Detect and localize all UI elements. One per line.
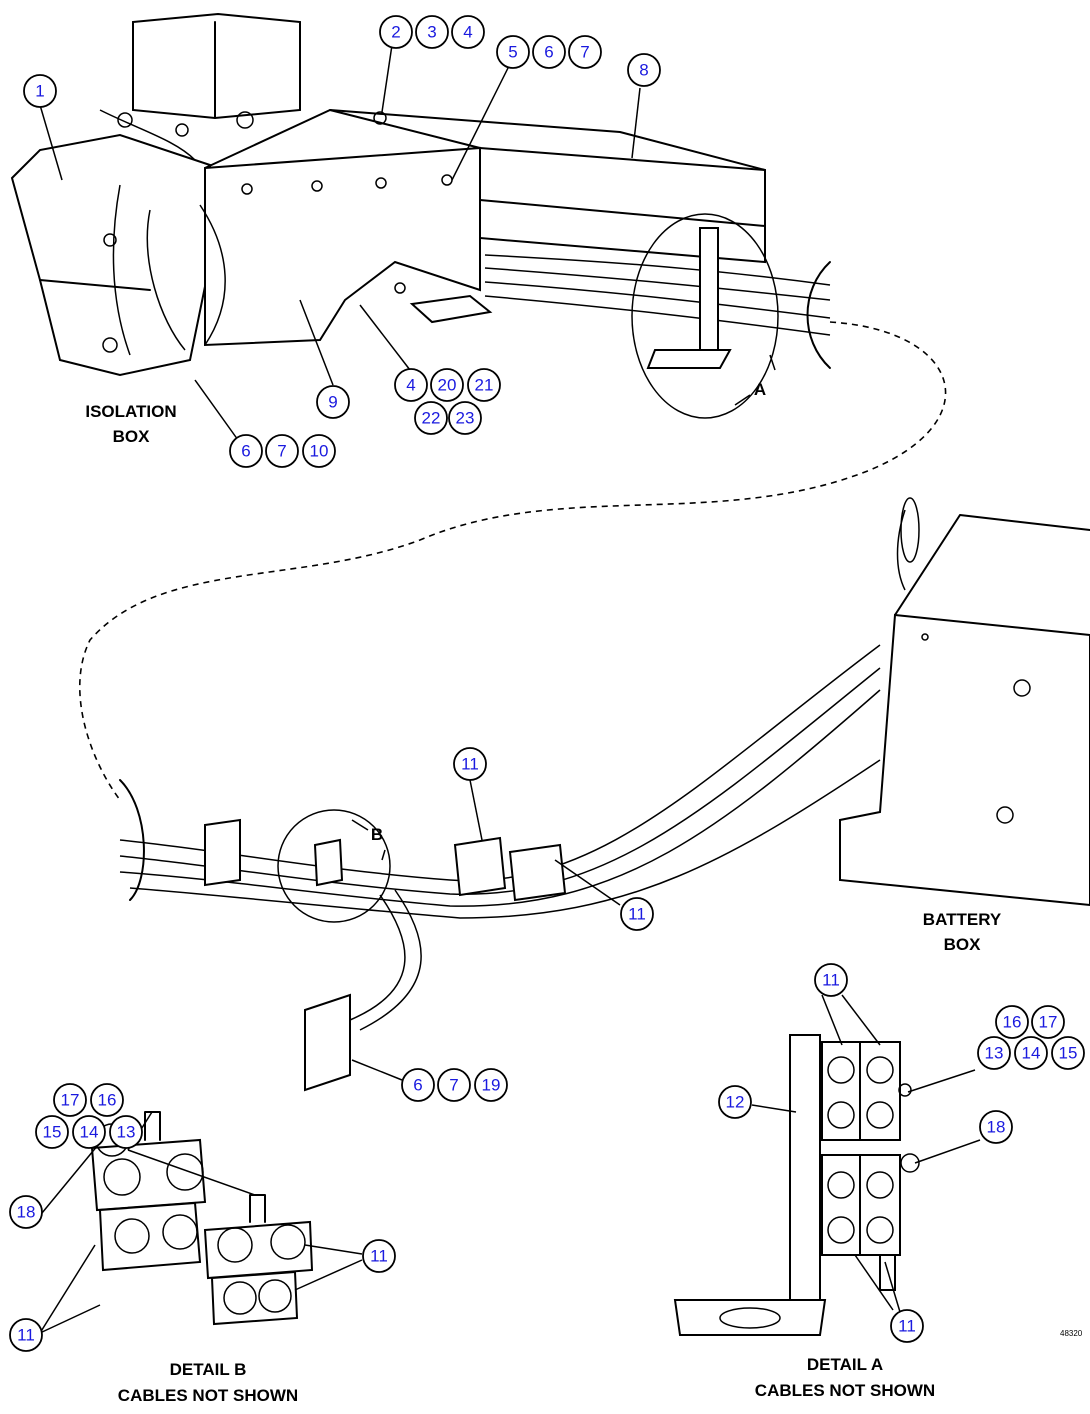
callout-13: 13 bbox=[109, 1115, 143, 1149]
svg-text:11: 11 bbox=[17, 1326, 35, 1345]
callout-11: 11 bbox=[620, 897, 654, 931]
svg-text:8: 8 bbox=[639, 61, 648, 80]
svg-text:14: 14 bbox=[80, 1123, 99, 1142]
callout-14: 14 bbox=[1014, 1036, 1048, 1070]
callout-22: 22 bbox=[414, 401, 448, 435]
callout-6: 6 bbox=[401, 1068, 435, 1102]
callout-11: 11 bbox=[890, 1309, 924, 1343]
callout-16: 16 bbox=[90, 1083, 124, 1117]
cable-harness bbox=[119, 497, 1090, 1092]
callout-12: 12 bbox=[718, 1085, 752, 1119]
svg-text:9: 9 bbox=[328, 393, 337, 412]
battery-box-label-line2: BOX bbox=[944, 935, 982, 954]
callout-6: 6 bbox=[532, 35, 566, 69]
view-arrows bbox=[351, 354, 776, 861]
callout-10: 10 bbox=[302, 434, 336, 468]
svg-text:13: 13 bbox=[985, 1044, 1004, 1063]
callout-11: 11 bbox=[362, 1239, 396, 1273]
svg-text:7: 7 bbox=[449, 1076, 458, 1095]
svg-text:13: 13 bbox=[117, 1123, 136, 1142]
callout-8: 8 bbox=[627, 53, 661, 87]
svg-text:17: 17 bbox=[61, 1091, 80, 1110]
callout-4: 4 bbox=[394, 368, 428, 402]
view-a-marker: A bbox=[754, 380, 766, 399]
svg-text:6: 6 bbox=[413, 1076, 422, 1095]
callout-23: 23 bbox=[448, 401, 482, 435]
callout-4: 4 bbox=[451, 15, 485, 49]
svg-text:10: 10 bbox=[310, 442, 329, 461]
callout-18: 18 bbox=[979, 1110, 1013, 1144]
callout-7: 7 bbox=[568, 35, 602, 69]
callout-18: 18 bbox=[9, 1195, 43, 1229]
svg-text:7: 7 bbox=[277, 442, 286, 461]
svg-text:11: 11 bbox=[370, 1247, 388, 1266]
svg-text:4: 4 bbox=[406, 376, 415, 395]
svg-text:12: 12 bbox=[726, 1093, 745, 1112]
detail-a-title: DETAIL A bbox=[807, 1355, 883, 1374]
callout-5: 5 bbox=[496, 35, 530, 69]
svg-text:6: 6 bbox=[241, 442, 250, 461]
callout-7: 7 bbox=[265, 434, 299, 468]
callout-9: 9 bbox=[316, 385, 350, 419]
svg-text:18: 18 bbox=[987, 1118, 1006, 1137]
svg-text:11: 11 bbox=[628, 905, 646, 924]
battery-box-label-line1: BATTERY bbox=[923, 910, 1002, 929]
leader-lines bbox=[39, 44, 981, 1334]
svg-text:14: 14 bbox=[1022, 1044, 1041, 1063]
detail-a-bracket bbox=[673, 1034, 920, 1336]
callout-14: 14 bbox=[72, 1115, 106, 1149]
svg-text:21: 21 bbox=[475, 376, 494, 395]
callout-17: 17 bbox=[1031, 1005, 1065, 1039]
routing-connector-line bbox=[78, 321, 947, 801]
callout-11: 11 bbox=[453, 747, 487, 781]
view-b-marker: B bbox=[371, 825, 383, 844]
callout-11: 11 bbox=[9, 1318, 43, 1352]
svg-text:6: 6 bbox=[544, 43, 553, 62]
detail-b-title: DETAIL B bbox=[170, 1360, 247, 1379]
callout-21: 21 bbox=[467, 368, 501, 402]
svg-text:2: 2 bbox=[391, 23, 400, 42]
callout-3: 3 bbox=[415, 15, 449, 49]
detail-a-subtitle: CABLES NOT SHOWN bbox=[755, 1381, 935, 1400]
svg-text:11: 11 bbox=[822, 971, 840, 990]
isolation-box-assembly bbox=[10, 12, 831, 419]
drawing-reference: 48320 bbox=[1060, 1329, 1083, 1338]
svg-text:18: 18 bbox=[17, 1203, 36, 1222]
svg-text:22: 22 bbox=[422, 409, 441, 428]
callout-16: 16 bbox=[995, 1005, 1029, 1039]
svg-text:23: 23 bbox=[456, 409, 475, 428]
svg-text:16: 16 bbox=[98, 1091, 117, 1110]
callout-17: 17 bbox=[53, 1083, 87, 1117]
isolation-box-label-line2: BOX bbox=[113, 427, 151, 446]
callout-15: 15 bbox=[1051, 1036, 1085, 1070]
callout-6: 6 bbox=[229, 434, 263, 468]
svg-text:4: 4 bbox=[463, 23, 472, 42]
svg-text:11: 11 bbox=[898, 1317, 916, 1336]
svg-text:20: 20 bbox=[438, 376, 457, 395]
svg-text:16: 16 bbox=[1003, 1013, 1022, 1032]
svg-text:7: 7 bbox=[580, 43, 589, 62]
svg-text:5: 5 bbox=[508, 43, 517, 62]
callout-20: 20 bbox=[430, 368, 464, 402]
callout-11: 11 bbox=[814, 963, 848, 997]
isolation-box-label-line1: ISOLATION bbox=[85, 402, 176, 421]
svg-text:3: 3 bbox=[427, 23, 436, 42]
svg-text:15: 15 bbox=[43, 1123, 62, 1142]
callout-19: 19 bbox=[474, 1068, 508, 1102]
callout-13: 13 bbox=[977, 1036, 1011, 1070]
svg-text:1: 1 bbox=[35, 82, 44, 101]
callout-1: 1 bbox=[23, 74, 57, 108]
svg-text:15: 15 bbox=[1059, 1044, 1078, 1063]
svg-text:17: 17 bbox=[1039, 1013, 1058, 1032]
callout-7: 7 bbox=[437, 1068, 471, 1102]
svg-text:19: 19 bbox=[482, 1076, 501, 1095]
callout-15: 15 bbox=[35, 1115, 69, 1149]
detail-b-subtitle: CABLES NOT SHOWN bbox=[118, 1386, 298, 1405]
callout-2: 2 bbox=[379, 15, 413, 49]
svg-text:11: 11 bbox=[461, 755, 479, 774]
detail-b-clamps bbox=[90, 1111, 314, 1326]
